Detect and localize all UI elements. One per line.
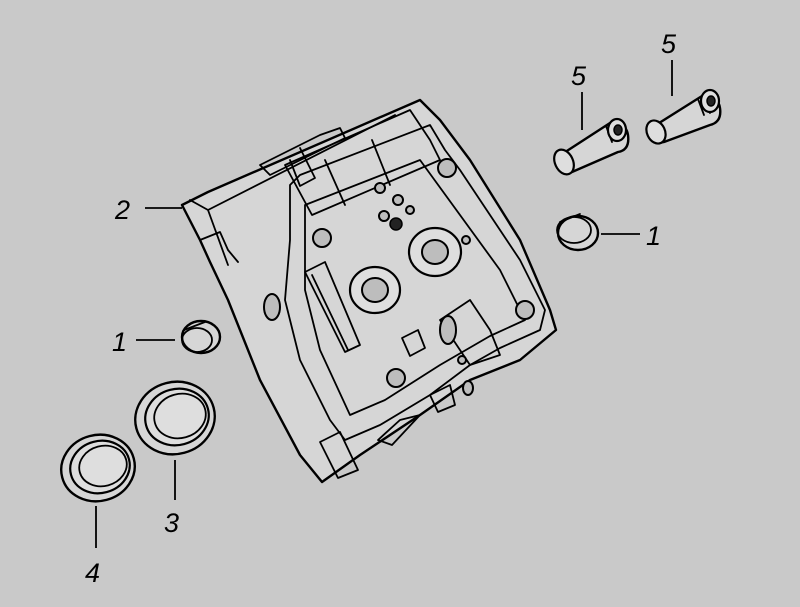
callout-1-left: 1 xyxy=(112,327,127,357)
seal-ring-3 xyxy=(134,380,216,456)
callout-1-right: 1 xyxy=(646,221,661,251)
valve-guide-left xyxy=(553,117,630,176)
bolt-hole xyxy=(386,368,406,388)
valve-guide-right xyxy=(645,88,722,145)
bolt-hole xyxy=(437,158,457,178)
side-bore xyxy=(263,293,281,321)
plug-right xyxy=(556,213,600,252)
callout-4: 4 xyxy=(85,558,100,588)
callout-5-left: 5 xyxy=(571,61,587,91)
callout-2: 2 xyxy=(114,195,130,225)
cylinder-head xyxy=(180,98,558,484)
callout-3: 3 xyxy=(164,508,179,538)
leader-lines xyxy=(95,60,673,548)
bolt-hole xyxy=(515,300,535,320)
plug-left xyxy=(180,319,222,355)
sleeve-ring-4 xyxy=(60,433,136,503)
bolt-hole xyxy=(312,228,332,248)
callout-5-right: 5 xyxy=(661,29,677,59)
